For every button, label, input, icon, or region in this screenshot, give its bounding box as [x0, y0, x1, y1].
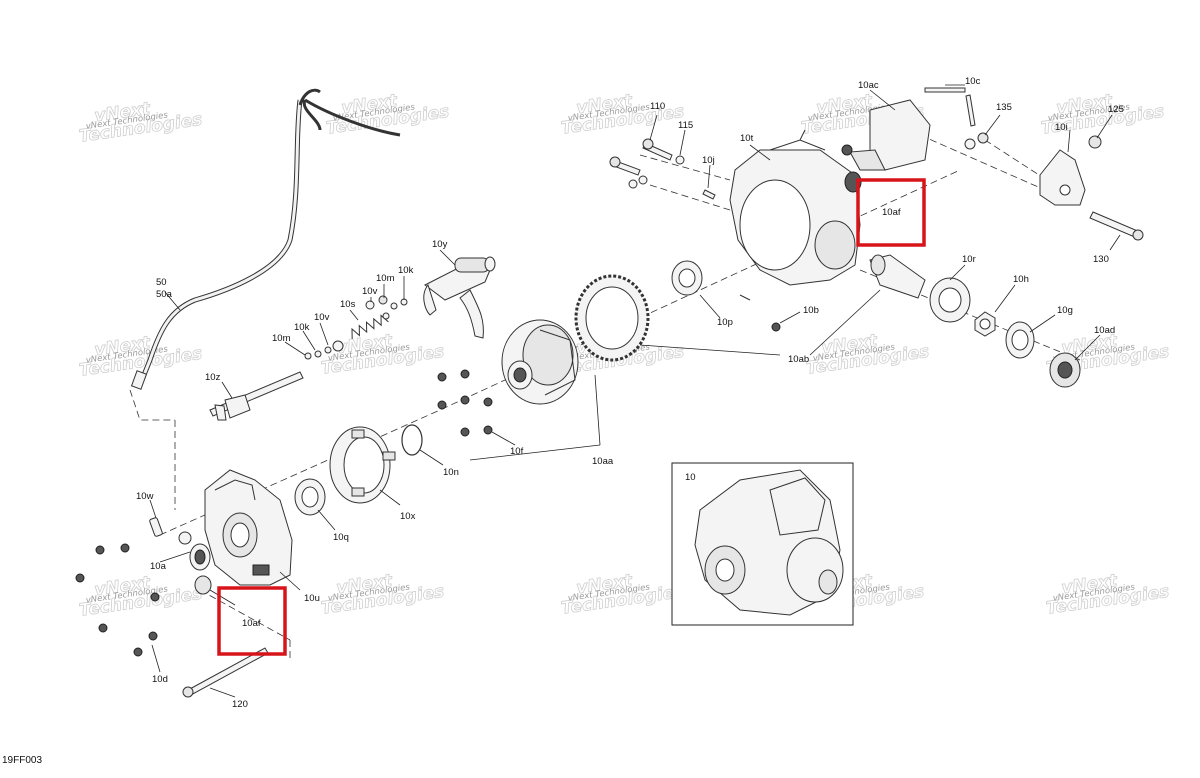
- bearing-10q: [294, 478, 326, 516]
- label-10af-lower: 10af: [242, 618, 261, 629]
- washers-135: [964, 132, 989, 150]
- assembly-inset: 10: [671, 462, 854, 626]
- label-10z: 10z: [205, 372, 221, 383]
- label-10i: 10i: [1055, 122, 1068, 133]
- vent-10w: [149, 517, 163, 537]
- watermark: vNext Technologies vNext Technologies: [804, 330, 930, 379]
- watermark: vNext Technologies vNext Technologies: [319, 570, 445, 619]
- label-10ab: 10ab: [788, 354, 809, 365]
- label-110: 110: [650, 101, 665, 112]
- watermark: vNext Technologies vNext Technologies: [319, 330, 445, 379]
- actuator-10ac: [841, 99, 931, 171]
- left-cover: [204, 469, 293, 586]
- leader-lines: [149, 84, 1121, 698]
- nut-10h: [974, 311, 996, 337]
- label-10k-upper: 10k: [398, 265, 414, 276]
- label-10n: 10n: [443, 467, 459, 478]
- label-10v-lower: 10v: [314, 312, 330, 323]
- label-10x: 10x: [400, 511, 416, 522]
- shift-shaft: [209, 371, 304, 421]
- label-10ac: 10ac: [858, 80, 879, 91]
- label-10aa: 10aa: [592, 456, 614, 467]
- label-10f: 10f: [510, 446, 524, 457]
- watermark: vNext Technologies vNext Technologies: [559, 570, 685, 619]
- label-10ad: 10ad: [1094, 325, 1115, 336]
- label-10j: 10j: [702, 155, 715, 166]
- highlight-10af-lower: [217, 586, 287, 656]
- label-10t: 10t: [740, 133, 754, 144]
- label-10u: 10u: [304, 593, 320, 604]
- label-10h: 10h: [1013, 274, 1029, 285]
- bolt-130: [1089, 211, 1144, 241]
- inset-label: 10: [685, 472, 696, 483]
- ring-gear: [574, 274, 650, 362]
- label-10g: 10g: [1057, 305, 1073, 316]
- label-10c: 10c: [965, 76, 981, 87]
- label-120: 120: [232, 699, 248, 710]
- callout-labels: 10ac 10c 110 115 10t 10j 135 125 10i 10a…: [136, 76, 1124, 710]
- label-10d: 10d: [152, 674, 168, 685]
- shift-cable: [130, 88, 401, 390]
- label-10y: 10y: [432, 239, 448, 250]
- highlight-10af-upper: [856, 178, 926, 247]
- upper-bolts: [609, 87, 976, 332]
- differential-assembly: [501, 319, 579, 405]
- bracket-10i: [1039, 149, 1086, 206]
- nut-125: [1088, 135, 1102, 149]
- label-10b: 10b: [803, 305, 819, 316]
- seal-10af-lower: [194, 575, 212, 595]
- bearing-10r: [929, 277, 971, 323]
- watermark: vNext Technologies vNext Technologies: [77, 98, 203, 147]
- main-housing: [729, 129, 861, 286]
- label-10p: 10p: [717, 317, 733, 328]
- bolts-10d: [75, 543, 160, 657]
- seal-10ad: [1049, 352, 1081, 388]
- label-50: 50: [156, 277, 167, 288]
- watermark: vNext Technologies vNext Technologies: [559, 90, 685, 139]
- o-ring: [401, 424, 423, 456]
- label-10v-upper: 10v: [362, 286, 378, 297]
- bearing-10p: [671, 260, 703, 296]
- label-130: 130: [1093, 254, 1109, 265]
- output-shaft: [869, 254, 926, 299]
- bearing-carrier: [329, 426, 396, 504]
- label-115: 115: [678, 120, 693, 131]
- bolts-10f: [437, 369, 493, 437]
- label-10af-upper: 10af: [882, 207, 901, 218]
- washer-10g: [1005, 321, 1035, 359]
- label-10q: 10q: [333, 532, 349, 543]
- label-10a: 10a: [150, 561, 167, 572]
- watermark: vNext Technologies vNext Technologies: [77, 572, 203, 621]
- diagram-code: 19FF003: [2, 755, 43, 766]
- label-10w: 10w: [136, 491, 154, 502]
- seal-10a: [178, 531, 211, 571]
- label-10m-lower: 10m: [272, 333, 291, 344]
- label-135: 135: [996, 102, 1012, 113]
- label-10r: 10r: [962, 254, 976, 265]
- label-125: 125: [1108, 104, 1124, 115]
- watermark: vNext Technologies vNext Technologies: [1044, 570, 1170, 619]
- label-10m-upper: 10m: [376, 273, 395, 284]
- label-50a: 50a: [156, 289, 173, 300]
- label-10k-lower: 10k: [294, 322, 310, 333]
- watermark: vNext Technologies vNext Technologies: [324, 90, 450, 139]
- label-10s: 10s: [340, 299, 356, 310]
- shift-fork: [423, 256, 496, 339]
